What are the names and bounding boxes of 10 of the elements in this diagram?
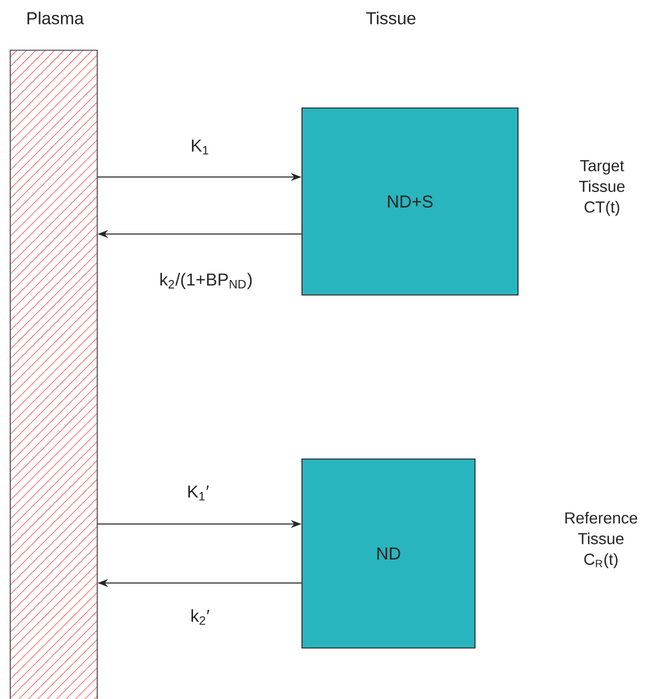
compartment-label: Target Tissue CT(t) <box>579 160 625 216</box>
compartment-label: Reference Tissue C$_{R}$(t) <box>565 512 638 568</box>
rate-label: K$_{1}$ <box>189 138 211 156</box>
heading: Plasma <box>28 12 84 24</box>
rate-label: k$_{2}$′ <box>189 608 211 626</box>
rate-label: K$_{1}$′ <box>186 484 210 502</box>
compartment-box: ND+S <box>301 107 519 296</box>
heading: Tissue <box>366 12 416 24</box>
compartment-box: ND <box>301 458 476 649</box>
rate-label: k$_{2}$/(1+BP$_{ND}$) <box>158 272 254 290</box>
